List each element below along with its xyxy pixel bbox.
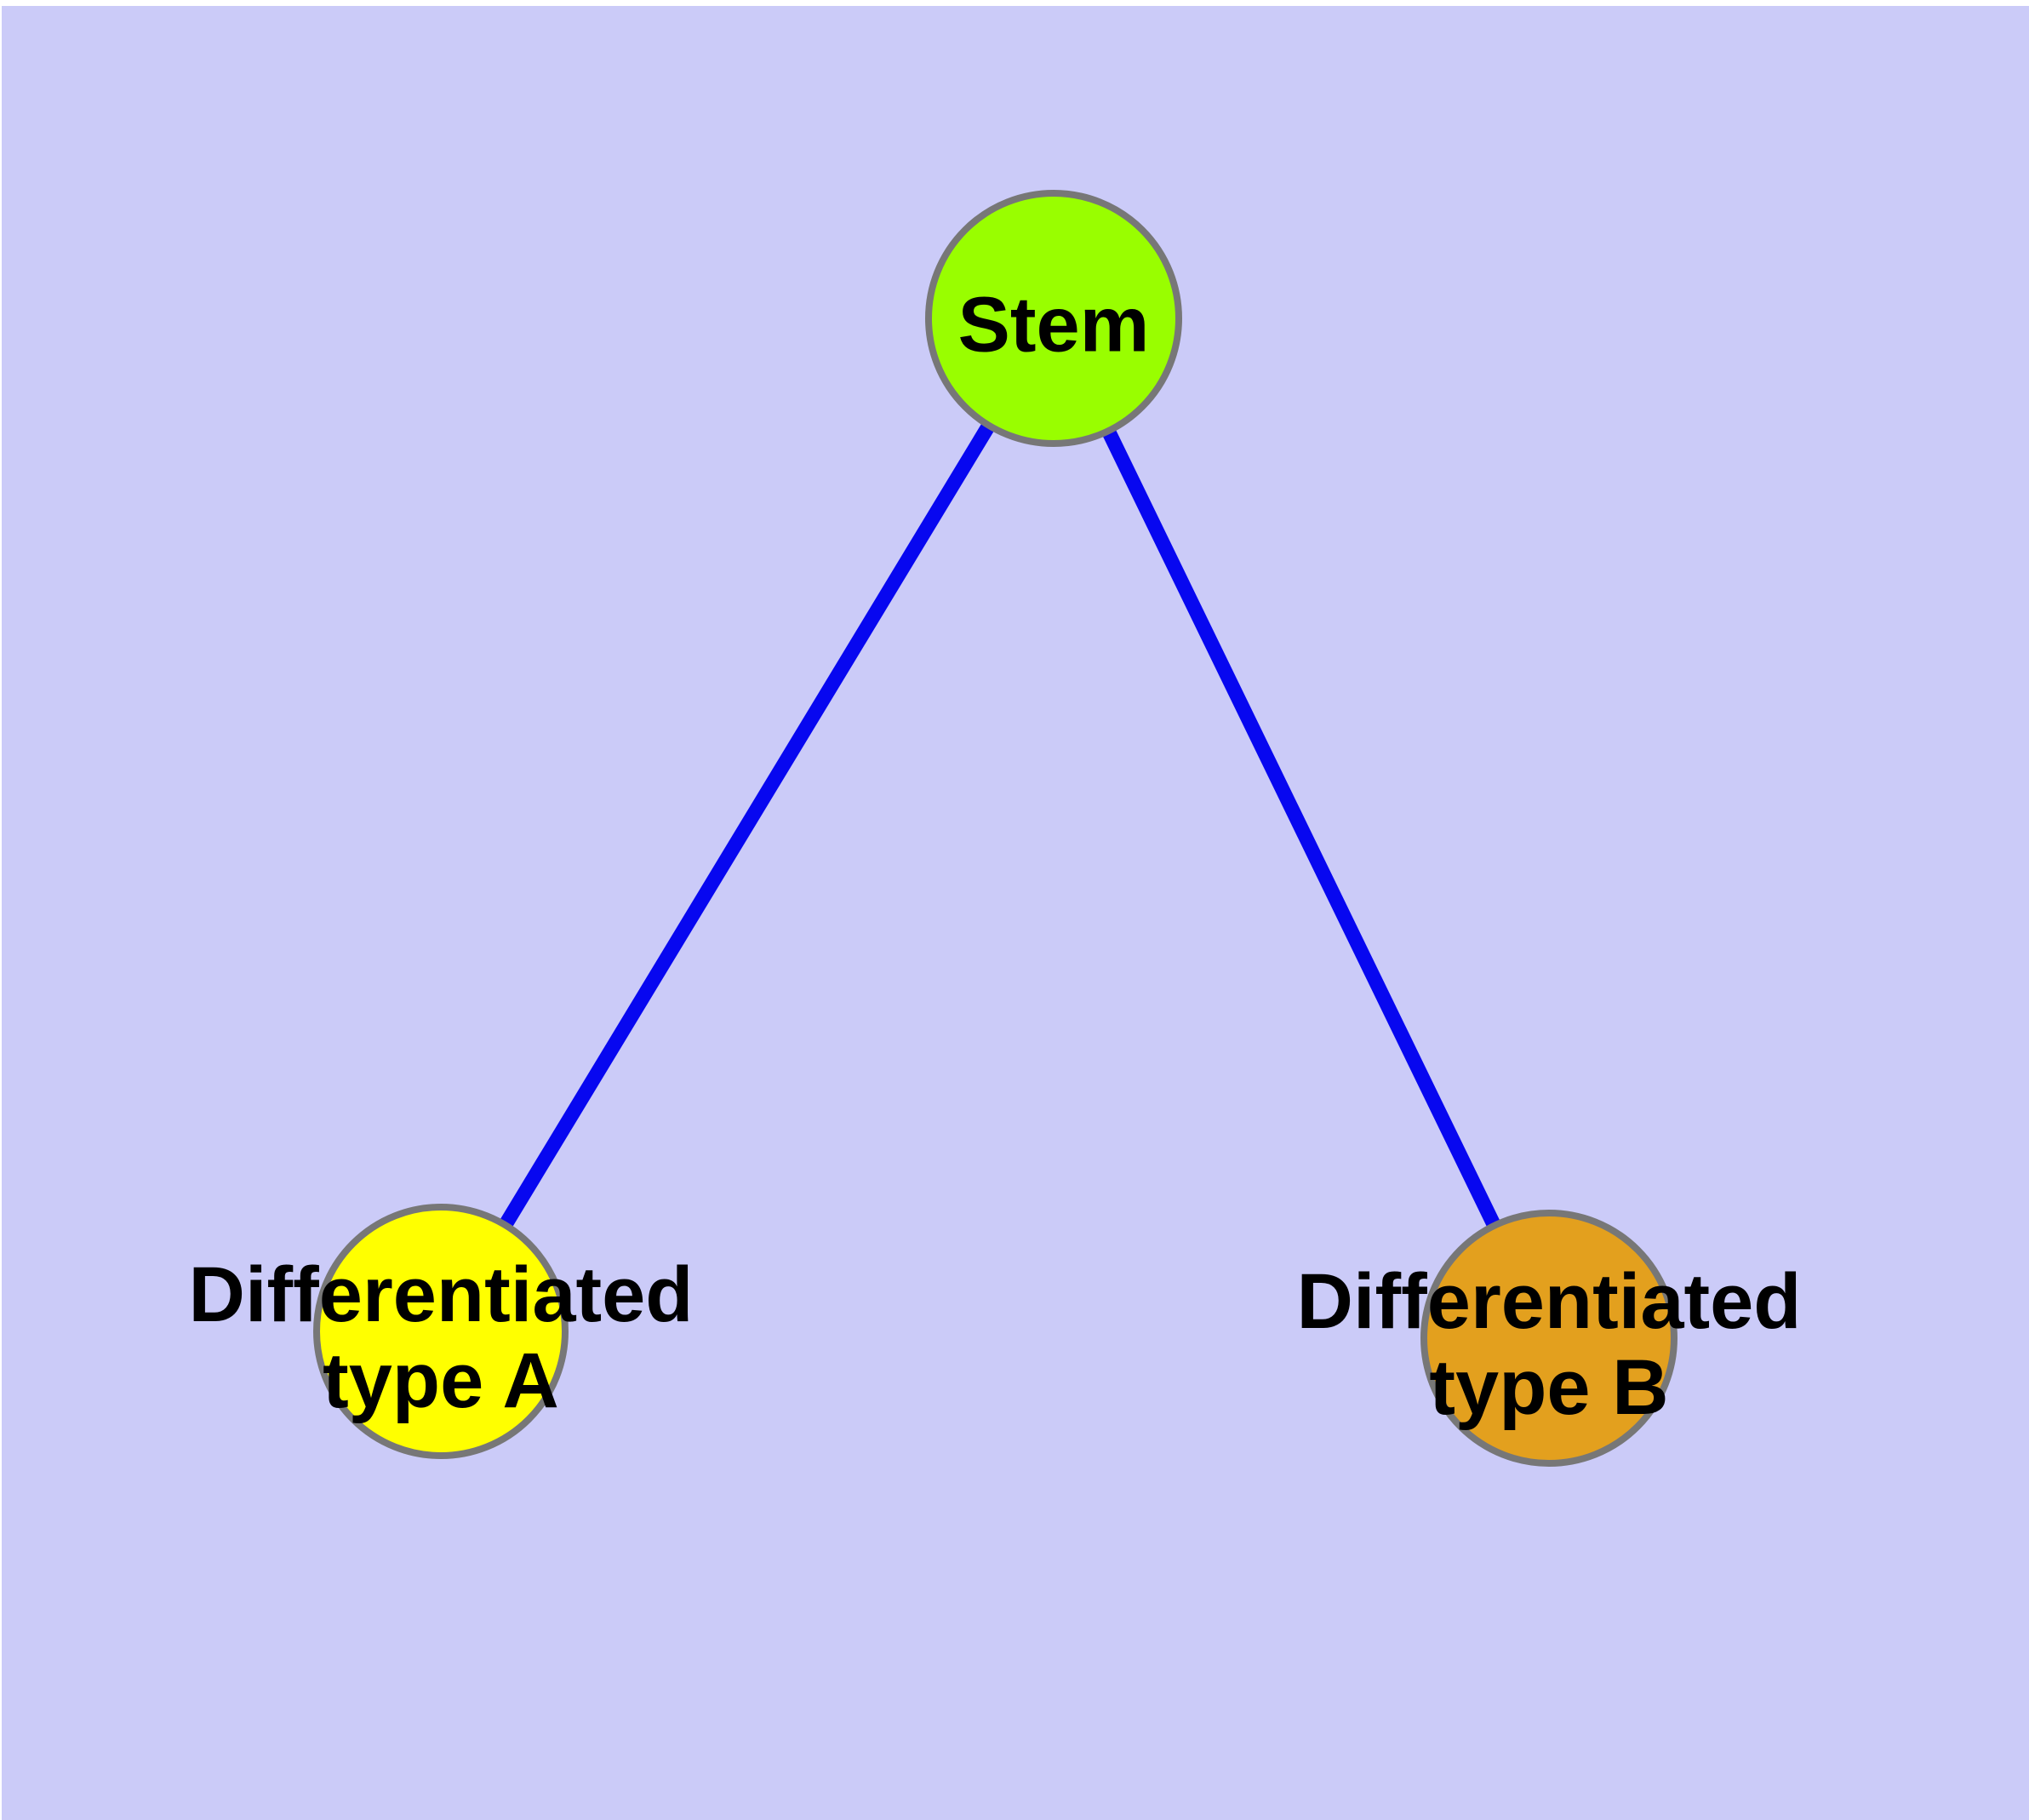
label-line: Stem	[957, 281, 1150, 369]
edge-stem-to-type-a	[434, 314, 1060, 1336]
node-differentiated-type-b	[1420, 1210, 1677, 1467]
node-label-stem: Stem	[958, 282, 1150, 368]
node-label-differentiated-type-b: Differentiated type B	[1296, 1257, 1802, 1431]
label-line: Differentiated	[188, 1251, 694, 1338]
edge-stem-to-type-b	[1047, 315, 1556, 1342]
label-line: Differentiated	[1296, 1257, 1802, 1345]
label-line: type A	[323, 1337, 559, 1424]
label-line: type B	[1429, 1344, 1669, 1431]
node-label-differentiated-type-a: Differentiated type A	[188, 1251, 694, 1424]
node-differentiated-type-a	[313, 1204, 569, 1459]
node-stem	[925, 190, 1182, 447]
